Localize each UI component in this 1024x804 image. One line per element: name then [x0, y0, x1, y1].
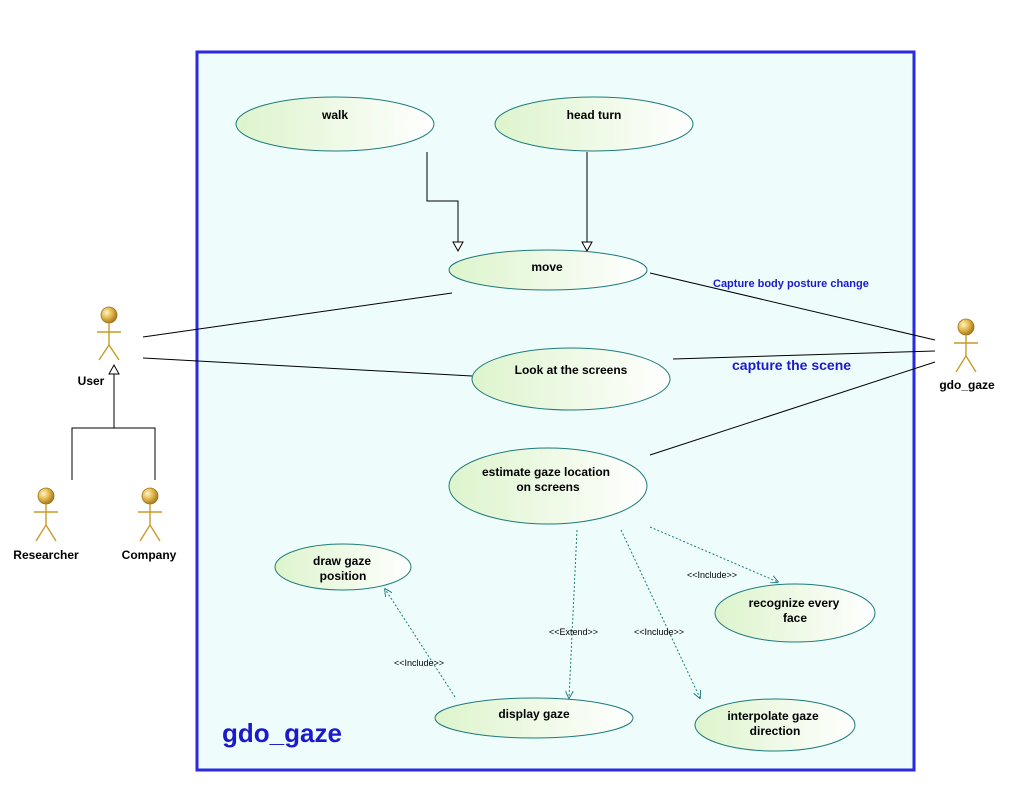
actor-company-head — [141, 487, 159, 505]
gen-user-arrowhead — [108, 363, 120, 375]
system-boundary — [195, 50, 916, 772]
generalizations — [71, 152, 593, 480]
gen-walk-move — [426, 152, 459, 242]
use-case-estimate-gaze[interactable]: estimate gaze location on screens — [448, 447, 648, 525]
actor-gdo-gaze[interactable]: gdo_gaze — [939, 318, 995, 392]
use-case-look-screens[interactable]: Look at the screens — [471, 347, 671, 411]
gen-company-user — [114, 427, 156, 480]
gen-walk-arrowhead — [452, 241, 464, 253]
note-capture-posture: Capture body posture change — [713, 278, 869, 290]
use-case-head-turn[interactable]: head turn — [494, 96, 694, 152]
actor-gdo-gaze-head — [957, 318, 975, 336]
use-case-interpolate-line1: interpolate gaze — [727, 709, 819, 723]
assoc-user-move — [142, 292, 453, 338]
gen-head-arrowhead — [581, 241, 593, 253]
assoc-user-look — [142, 357, 473, 377]
use-case-draw-gaze[interactable]: draw gaze position — [274, 543, 412, 591]
use-case-draw-line2: position — [320, 569, 367, 583]
actor-gdo-gaze-label: gdo_gaze — [939, 378, 995, 392]
assoc-gaze-estimate — [649, 361, 936, 456]
stereo-include-recognize: <<Include>> — [687, 570, 737, 580]
use-case-recognize-face[interactable]: recognize every face — [714, 583, 876, 643]
use-case-recognize-line2: face — [783, 611, 807, 625]
dep-estimate-display — [569, 529, 578, 698]
stereo-include-interpolate: <<Include>> — [634, 627, 684, 637]
actor-company[interactable]: Company — [122, 487, 177, 562]
use-case-display-gaze[interactable]: display gaze — [434, 697, 634, 739]
assoc-gaze-move — [649, 272, 936, 341]
use-case-draw-line1: draw gaze — [313, 554, 371, 568]
actor-company-label: Company — [122, 548, 177, 562]
use-case-interpolate-line2: direction — [750, 724, 801, 738]
use-case-head-turn-label: head turn — [567, 108, 622, 122]
system-title: gdo_gaze — [222, 718, 342, 748]
actor-user-head — [100, 306, 118, 324]
use-case-walk-label: walk — [321, 108, 348, 122]
dep-display-draw — [385, 589, 456, 698]
use-case-estimate-line1: estimate gaze location — [482, 465, 610, 479]
dep-estimate-interpolate — [620, 529, 700, 698]
stereo-include-draw: <<Include>> — [394, 658, 444, 668]
stereo-extend-display: <<Extend>> — [549, 627, 598, 637]
use-case-interpolate-gaze[interactable]: interpolate gaze direction — [694, 698, 856, 752]
actor-user-label: User — [78, 374, 105, 388]
actor-researcher-head — [37, 487, 55, 505]
use-case-estimate-line2: on screens — [516, 480, 580, 494]
actor-researcher[interactable]: Researcher — [13, 487, 79, 562]
use-case-move[interactable]: move — [448, 249, 648, 291]
dependencies — [385, 526, 778, 698]
use-case-display-gaze-label: display gaze — [498, 707, 570, 721]
use-case-recognize-line1: recognize every — [749, 596, 840, 610]
actor-user[interactable]: User — [78, 306, 121, 388]
associations — [142, 272, 936, 456]
gen-researcher-user — [71, 374, 115, 480]
actor-researcher-label: Researcher — [13, 548, 79, 562]
assoc-gaze-look — [672, 350, 936, 360]
use-case-walk[interactable]: walk — [235, 96, 435, 152]
use-case-move-label: move — [531, 260, 563, 274]
dep-estimate-recognize — [649, 526, 778, 582]
note-capture-scene: capture the scene — [732, 357, 851, 373]
use-case-look-screens-label: Look at the screens — [515, 363, 628, 377]
